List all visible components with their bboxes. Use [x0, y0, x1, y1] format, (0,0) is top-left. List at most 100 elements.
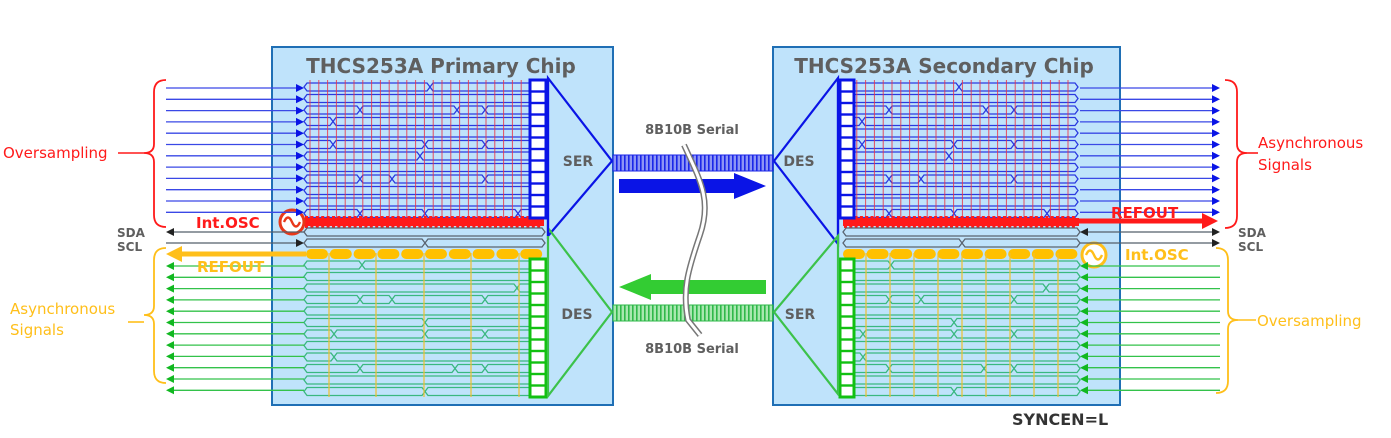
primary-refout-clock-segment	[329, 249, 352, 259]
secondary-oversampling-label: Oversampling	[1257, 312, 1362, 330]
primary-refout-clock-segment	[496, 249, 519, 259]
secondary-input-lane	[888, 294, 922, 305]
secondary-output-lane	[920, 174, 1015, 184]
primary-input-lane	[303, 208, 361, 219]
primary-output-arrow-icon	[166, 352, 174, 361]
secondary-ser-block	[772, 232, 840, 398]
secondary-refout-clock-tick	[1056, 216, 1059, 228]
secondary-refout-clock-tick	[881, 216, 885, 228]
primary-output-arrow-icon	[166, 307, 174, 316]
secondary-input-arrow-icon	[1080, 329, 1088, 338]
primary-osc-clock-tick	[386, 216, 389, 228]
secondary-scl-lane	[842, 238, 963, 248]
primary-oversampling-label: Oversampling	[3, 144, 108, 162]
secondary-output-arrow-icon	[1212, 151, 1220, 160]
secondary-refout-clock-tick	[934, 216, 938, 228]
primary-input-arrow-icon	[296, 185, 304, 194]
primary-input-arrow-icon	[296, 129, 304, 138]
primary-osc-clock-tick	[434, 216, 438, 228]
serial-link-bottom-label: 8B10B Serial	[645, 342, 739, 357]
primary-osc-clock-tick	[537, 216, 541, 228]
secondary-input-arrow-icon	[1080, 295, 1088, 304]
secondary-refout-clock-tick	[870, 216, 874, 228]
forward-direction-arrow	[619, 173, 766, 199]
primary-osc-clock-tick	[380, 216, 384, 228]
primary-input-arrow-icon	[296, 208, 304, 217]
primary-input-lane	[424, 139, 486, 150]
secondary-refout-clock-tick	[1018, 216, 1022, 228]
primary-des-block	[546, 224, 614, 400]
secondary-refout-clock-tick	[1029, 216, 1033, 228]
primary-input-lane	[391, 174, 486, 184]
secondary-output-lane	[861, 139, 955, 150]
primary-sda-arrow-icon	[166, 228, 174, 236]
secondary-input-lane	[890, 260, 1081, 270]
primary-input-arrow-icon	[296, 140, 304, 149]
secondary-refout-clock-tick	[1050, 216, 1054, 228]
secondary-output-arrow-icon	[1212, 140, 1220, 149]
secondary-chip-title: THCS253A Secondary Chip	[794, 54, 1094, 78]
primary-osc-clock-tick	[332, 216, 335, 228]
serial-link-top-label: 8B10B Serial	[645, 123, 739, 138]
secondary-input-arrow-icon	[1080, 341, 1088, 350]
primary-scl-label: SCL	[117, 240, 142, 254]
secondary-refout-clock-tick	[912, 216, 916, 228]
primary-osc-clock-tick	[326, 216, 330, 228]
primary-osc-clock-tick	[369, 216, 373, 228]
primary-input-arrow-icon	[296, 151, 304, 160]
primary-input-lane	[456, 105, 486, 115]
secondary-refout-clock-tick	[854, 216, 858, 228]
secondary-refout-clock-tick	[918, 216, 922, 228]
primary-async-label-line1: Asynchronous	[10, 300, 115, 318]
secondary-output-lane	[861, 116, 1079, 127]
primary-osc-clock-bar	[304, 216, 544, 228]
primary-osc-clock-tick	[391, 216, 395, 228]
secondary-refout-arrow	[1078, 213, 1218, 229]
syncen-mode-label: SYNCEN=L	[1012, 410, 1108, 429]
secondary-refout-clock-tick	[950, 216, 953, 228]
primary-osc-clock-tick	[472, 216, 476, 228]
primary-output-lane	[359, 294, 393, 305]
secondary-sampling-clock-lines	[865, 253, 1059, 397]
primary-input-arrow-icon	[296, 106, 304, 115]
secondary-output-lane	[1013, 105, 1079, 115]
primary-osc-clock-tick	[440, 216, 443, 228]
primary-osc-label: Int.OSC	[196, 214, 260, 232]
secondary-input-arrow-icon	[1080, 262, 1088, 270]
secondary-osc-clock-segment	[890, 249, 913, 259]
primary-input-arrow-icon	[296, 117, 304, 126]
primary-osc-clock-tick	[488, 216, 492, 228]
primary-output-lane	[303, 386, 426, 397]
secondary-refout-clock-tick	[1066, 216, 1070, 228]
secondary-refout-clock-tick	[971, 216, 975, 228]
primary-osc-clock-tick	[521, 216, 524, 228]
primary-osc-clock-tick	[407, 216, 411, 228]
primary-scl-arrow-icon	[296, 239, 304, 247]
primary-osc-clock-tick	[515, 216, 519, 228]
secondary-input-arrow-icon	[1080, 386, 1088, 395]
secondary-output-arrow-icon	[1212, 174, 1220, 183]
secondary-i2c-lanes	[842, 227, 1081, 248]
secondary-osc-label: Int.OSC	[1125, 246, 1189, 264]
secondary-refout-clock-tick	[875, 216, 879, 228]
primary-osc-clock-tick	[413, 216, 416, 228]
secondary-scl-lane	[961, 238, 1081, 248]
secondary-refout-clock-tick	[902, 216, 906, 228]
primary-input-arrow-icon	[296, 174, 304, 183]
secondary-refout-clock-tick	[992, 216, 996, 228]
secondary-des-label: DES	[783, 154, 814, 170]
primary-chip-title: THCS253A Primary Chip	[306, 54, 576, 78]
secondary-input-arrow-icon	[1080, 363, 1088, 372]
primary-recovered-clock-lines	[328, 253, 520, 397]
primary-output-lane	[333, 329, 426, 339]
secondary-input-lane	[953, 386, 1081, 397]
primary-osc-clock-tick	[504, 216, 508, 228]
primary-osc-clock-tick	[342, 216, 346, 228]
secondary-output-lane	[948, 151, 1079, 161]
primary-refout-clock-segment	[377, 249, 400, 259]
secondary-refout-clock-tick	[987, 216, 991, 228]
primary-osc-clock-tick	[305, 216, 308, 228]
primary-output-lane	[454, 363, 486, 374]
primary-osc-clock-tick	[450, 216, 454, 228]
secondary-osc-clock-segment	[1008, 249, 1031, 259]
